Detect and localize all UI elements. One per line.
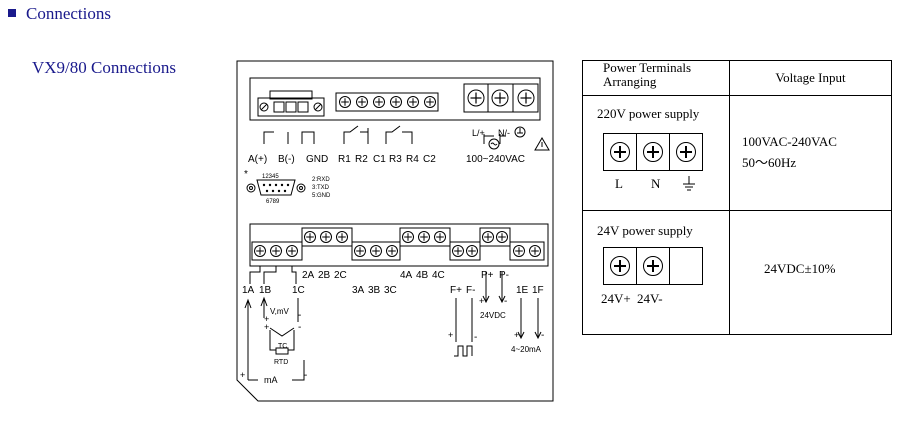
wiring-diagram-svg: A(+) B(-) GND R1 R2 C1 R3 R4 C2 L/+ N/- … [236,60,554,402]
db9-asterisk: * [244,169,248,180]
label-ma: mA [264,375,278,385]
voltage-24v: 24VDC±10% [764,261,836,276]
db9-pin-txd: 3:TXD [312,185,330,191]
ground-icon [683,176,695,191]
label-3c: 3C [384,285,397,296]
terminal-label-24v-minus: 24V- [637,291,663,306]
label-freq-minus: - [474,332,477,343]
label-power-input: 100~240VAC [466,154,525,165]
label-vmv: V,mV [270,307,289,316]
label-n-minus: N/- [498,128,510,138]
header-line-1: Power Terminals [603,60,692,75]
label-c1: C1 [373,154,386,165]
db9-pin-gnd: 5:GND [312,193,331,199]
label-24vdc-minus: - [504,296,507,307]
supply-label-24v: 24V power supply [597,223,693,238]
label-l-plus: L/+ [472,128,485,138]
voltage-cell-24v: 24VDC±10% [729,210,892,335]
column-header-terminals: Power Terminals Arranging [582,60,730,96]
bullet-icon [8,9,16,18]
label-p-plus: P+ [481,270,494,281]
screw-icon [676,142,696,162]
lower-terminal-block [251,227,545,261]
label-2c: 2C [334,270,347,281]
label-p-minus: P- [499,270,509,281]
supply-label-220v: 220V power supply [597,106,700,121]
table-row: 220V power supply L N 100VAC-240VAC 50～6… [582,95,892,211]
db9-pin-rxd: 2:RXD [312,177,330,183]
label-4b: 4B [416,270,429,281]
label-freq-plus: + [448,330,453,340]
label-ma-plus: + [240,370,245,380]
label-vmv-minus: - [298,310,301,321]
terminal-label-24v-plus: 24V+ [601,291,631,306]
terminal-block-24v [603,247,703,285]
terminal-arrangement-220v: 220V power supply L N [582,95,730,211]
label-out-minus: - [541,330,544,341]
label-3a: 3A [352,285,365,296]
relay-terminal-block [335,92,439,112]
label-tc-plus: + [264,322,269,332]
db9-bottom-numbers: 6789 [266,199,280,205]
power-terminal-block [463,83,539,113]
terminal-arrangement-24v: 24V power supply 24V+ 24V- [582,210,730,335]
label-rtd: RTD [274,359,288,366]
label-b-minus: B(-) [278,154,295,165]
db9-connector: * 12345 6789 2:RXD 3:TXD 5:GND [244,169,331,205]
label-3b: 3B [368,285,381,296]
wiring-diagram: A(+) B(-) GND R1 R2 C1 R3 R4 C2 L/+ N/- … [236,60,554,402]
voltage-220v-range: 100VAC-240VAC [742,134,837,149]
label-2a: 2A [302,270,315,281]
db9-top-numbers: 12345 [262,174,279,180]
label-2b: 2B [318,270,331,281]
label-out-plus: + [514,330,519,340]
page-heading: Connections [8,4,111,24]
header-line-2: Arranging [603,74,657,89]
label-1b: 1B [259,285,272,296]
label-c2: C2 [423,154,436,165]
label-f-minus: F- [466,285,475,296]
label-1f: 1F [532,285,544,296]
label-1e: 1E [516,285,529,296]
screw-icon [610,142,630,162]
label-r4: R4 [406,154,419,165]
label-tc-minus: - [298,322,301,333]
table-row: 24V power supply 24V+ 24V- 24VDC±10% [582,210,892,335]
warning-icon [534,137,550,151]
voltage-cell-220v: 100VAC-240VAC 50～60Hz [729,95,892,211]
label-1c: 1C [292,285,305,296]
column-header-voltage: Voltage Input [729,60,892,96]
label-4a: 4A [400,270,413,281]
label-4-20ma: 4~20mA [511,345,542,354]
terminal-label-l: L [615,176,623,191]
terminal-label-n: N [651,176,661,191]
comm-connector [257,90,325,117]
page-title: Connections [26,4,111,23]
label-r3: R3 [389,154,402,165]
screw-icon [610,256,630,276]
label-1a: 1A [242,285,255,296]
screw-icon [643,142,663,162]
label-24vdc-plus: + [479,296,484,306]
label-ma-minus: - [304,370,307,381]
label-f-plus: F+ [450,285,462,296]
label-gnd: GND [306,154,328,165]
pulse-icon [454,345,473,357]
label-vmv-plus: + [264,314,269,324]
label-tc: TC [278,343,287,350]
label-r2: R2 [355,154,368,165]
terminal-block-220v [603,133,703,171]
label-a-plus: A(+) [248,154,267,165]
power-terminals-table: Power Terminals Arranging Voltage Input … [582,60,892,335]
label-r1: R1 [338,154,351,165]
label-4c: 4C [432,270,445,281]
screw-icon [643,256,663,276]
voltage-220v-frequency: 50～60Hz [742,155,797,170]
label-24vdc: 24VDC [480,311,506,320]
section-title: VX9/80 Connections [32,58,177,77]
